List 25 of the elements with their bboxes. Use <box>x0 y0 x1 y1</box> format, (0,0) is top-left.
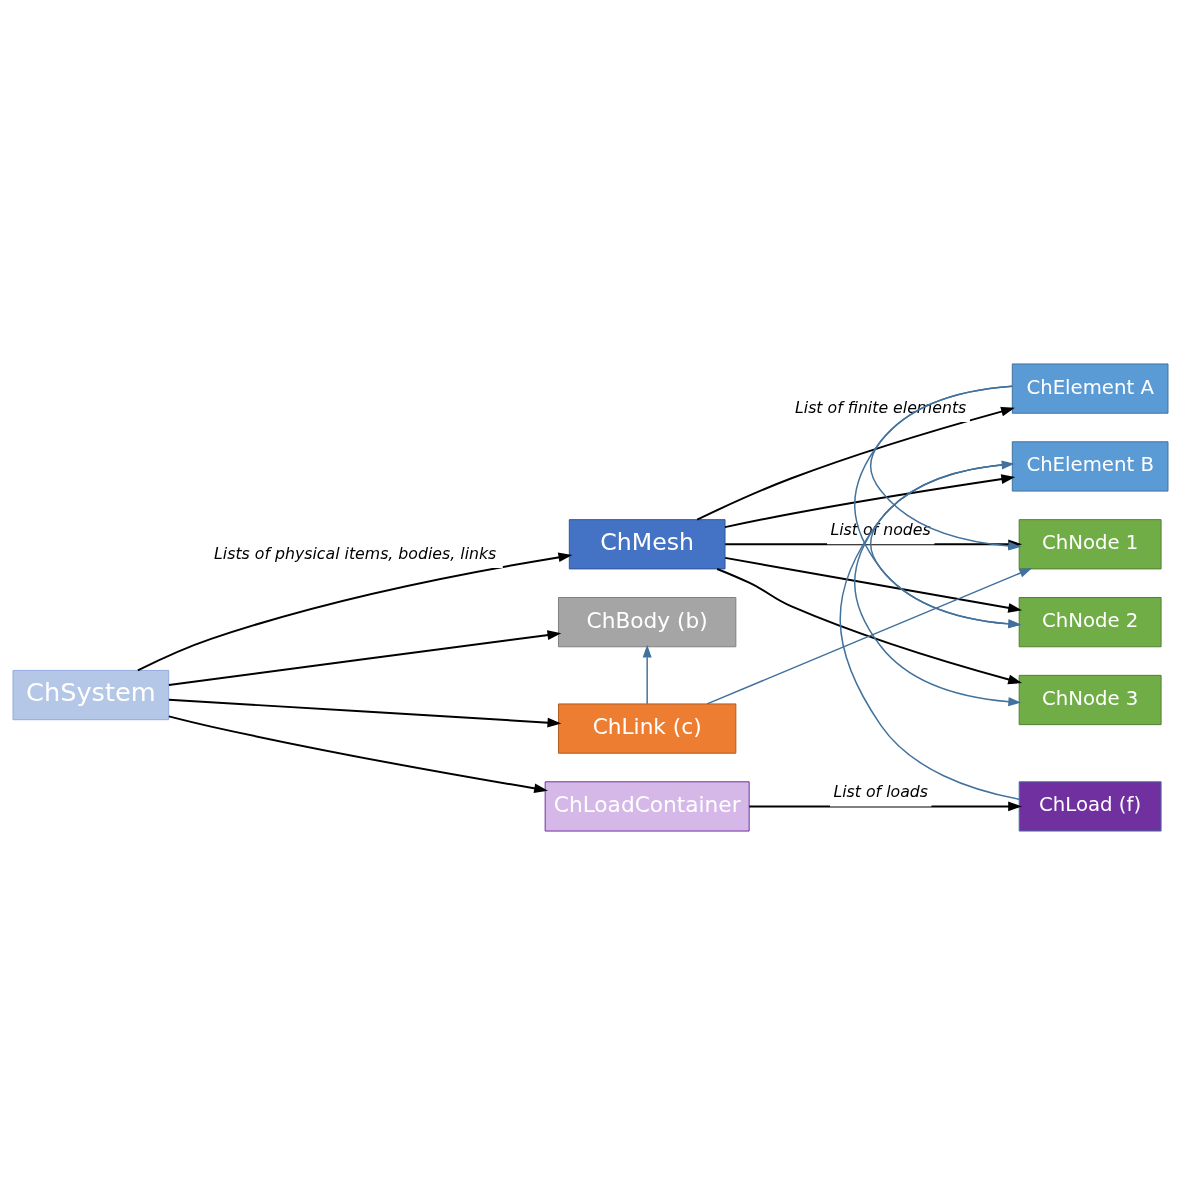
node-box: ChNode 2 <box>1018 596 1162 647</box>
node-box: ChLoadContainer <box>544 780 750 832</box>
node-box: ChNode 3 <box>1018 674 1162 725</box>
node-box: ChSystem <box>12 669 170 720</box>
arrow <box>839 459 1020 800</box>
node-box: ChNode 1 <box>1018 518 1162 569</box>
arrow <box>706 567 1033 705</box>
node-box: ChMesh <box>568 518 726 569</box>
node-box: ChElement A <box>1011 362 1169 414</box>
node-box: ChLink (c) <box>557 702 737 754</box>
arrow <box>642 644 652 704</box>
arrow <box>716 567 1022 684</box>
node-box: ChElement B <box>1011 440 1169 492</box>
node-box: ChLoad (f) <box>1018 780 1162 832</box>
arrow <box>167 714 548 793</box>
edge-label: Lists of physical items, bodies, links <box>214 543 497 563</box>
arrow <box>724 556 1023 613</box>
arrow <box>724 473 1016 528</box>
arrow <box>167 698 562 727</box>
arrow <box>136 552 573 671</box>
edge-label: List of loads <box>833 781 929 801</box>
arrow <box>696 406 1015 521</box>
node-box: ChBody (b) <box>557 596 737 647</box>
arrow <box>167 629 562 686</box>
arrow <box>748 801 1022 811</box>
